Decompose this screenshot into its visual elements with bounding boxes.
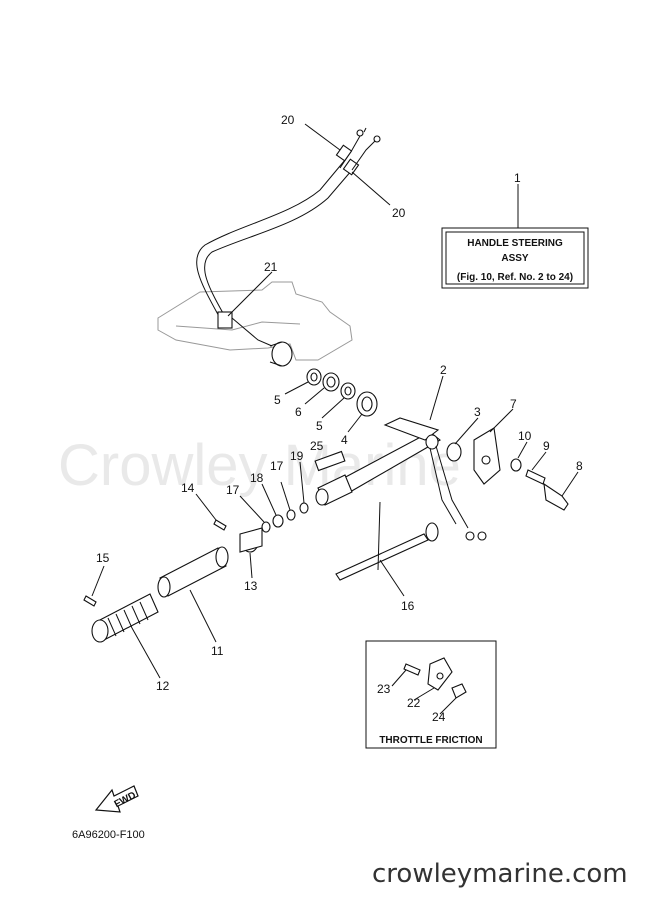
decal-25 <box>314 450 346 472</box>
callout-18: 18 <box>250 471 264 485</box>
callout-17-upper: 17 <box>270 459 284 473</box>
callout-23: 23 <box>377 682 391 696</box>
callout-20-lower: 20 <box>392 206 406 220</box>
diagram-code: 6A96200-F100 <box>72 829 145 841</box>
throttle-friction-box: 23 22 24 THROTTLE FRICTION <box>365 640 497 749</box>
callout-8: 8 <box>576 459 583 473</box>
callout-4: 4 <box>341 433 348 447</box>
callout-21: 21 <box>264 260 278 274</box>
handle-grip <box>83 593 159 643</box>
fwd-arrow-icon: FWD <box>94 785 139 813</box>
footer-url: crowleymarine.com <box>372 859 628 889</box>
callout-1: 1 <box>514 171 521 185</box>
callout-12: 12 <box>156 679 170 693</box>
callout-7: 7 <box>510 397 517 411</box>
throttle-sleeve <box>157 546 229 598</box>
callout-numbers: 20 20 21 1 2 5 6 5 4 3 7 10 9 8 25 19 17… <box>96 113 583 693</box>
assy-line-1: HANDLE STEERING <box>467 238 563 249</box>
assy-line-3: (Fig. 10, Ref. No. 2 to 24) <box>457 272 573 283</box>
leader-lines <box>91 123 579 679</box>
side-bracket-parts <box>446 427 569 511</box>
callout-9: 9 <box>543 439 550 453</box>
pivot-collar <box>269 341 293 367</box>
callout-20-upper: 20 <box>281 113 295 127</box>
watermark-text: Crowley Marine <box>58 433 461 498</box>
steering-handle-arm <box>315 417 487 541</box>
callout-16: 16 <box>401 599 415 613</box>
callout-19: 19 <box>290 449 304 463</box>
small-fasteners <box>213 502 309 533</box>
callout-22: 22 <box>407 696 421 710</box>
assembly-info-box: HANDLE STEERING ASSY (Fig. 10, Ref. No. … <box>441 227 589 289</box>
callout-6: 6 <box>295 405 302 419</box>
callout-25: 25 <box>310 439 324 453</box>
callout-24: 24 <box>432 710 446 724</box>
callout-5-left: 5 <box>274 393 281 407</box>
callout-2: 2 <box>440 363 447 377</box>
callout-10: 10 <box>518 429 532 443</box>
throttle-shaft <box>335 522 439 581</box>
callout-13: 13 <box>244 579 258 593</box>
mount-bracket-outline <box>157 281 353 361</box>
callout-14: 14 <box>181 481 195 495</box>
callout-11: 11 <box>211 644 224 658</box>
grip-ring <box>239 527 263 553</box>
callout-15: 15 <box>96 551 110 565</box>
assy-line-2: ASSY <box>501 253 529 264</box>
fwd-label: FWD <box>113 790 138 810</box>
callout-3: 3 <box>474 405 481 419</box>
callout-5-right: 5 <box>316 419 323 433</box>
callout-17-lower: 17 <box>226 483 240 497</box>
washers-and-bushing <box>306 368 378 417</box>
friction-caption: THROTTLE FRICTION <box>379 735 482 746</box>
